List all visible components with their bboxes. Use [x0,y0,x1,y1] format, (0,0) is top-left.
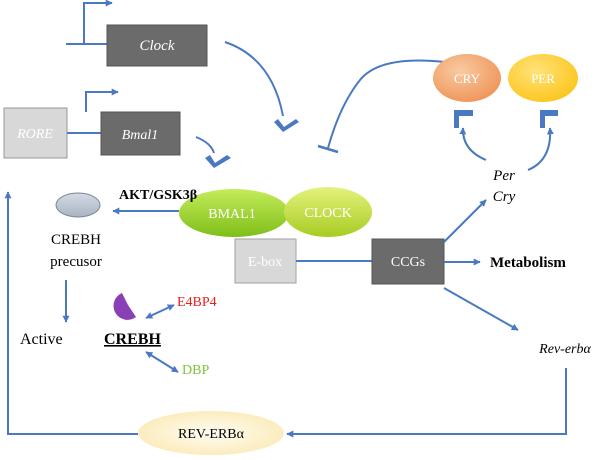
cry-protein-label: CRY [454,71,481,86]
cry-protein-icon [454,110,473,128]
bmal1-tss-arrow [85,88,119,112]
bmal1-gene-box [100,111,181,156]
crebh-precursor-shape [55,192,101,218]
clock-gene-box [106,24,208,67]
bmal1-gene-unit: RORE Bmal1 [3,88,181,159]
bmal1-gene-label: Bmal1 [122,128,159,143]
rev-erba-to-protein-arrow [286,368,567,438]
rore-box [3,107,68,159]
clock-to-protein-arrow [224,41,284,117]
cry-gene-label: Cry [493,189,516,205]
rev-erba-gene-label: Rev-erbα [538,342,591,357]
active-crebh-label: CREBH [104,331,161,348]
cry-per-inhibition-line [327,59,446,149]
ccgs-to-rev-erba-arrow [443,287,519,331]
akt-gsk3b-label: AKT/GSK3β [119,188,197,203]
crebh-dbp-arrow [145,351,179,373]
e4bp4-label: E4BP4 [177,295,217,310]
rev-erba-protein-label: REV-ERBα [178,427,245,442]
per-protein [508,54,578,102]
ebox-box [234,238,297,284]
bmal1-protein [179,189,289,237]
clock-protein-label: CLOCK [304,206,351,221]
cry-protein [433,54,501,102]
per-cry-to-cry-arrow [459,127,487,161]
metabolism-label: Metabolism [490,255,566,271]
active-label: Active [20,331,63,348]
per-protein-icon [540,110,558,128]
crebh-precursor-line2: precusor [50,254,102,270]
crebh-e4bp4-arrow [145,304,175,319]
ebox-label: E-box [248,255,282,270]
clock-protein-icon [274,119,299,132]
bmal1-protein-label: BMAL1 [208,207,255,222]
per-protein-label: PER [531,71,555,86]
inhibition-bar [317,144,339,154]
rore-label: RORE [16,127,53,142]
clock-gene-label: Clock [140,38,175,54]
rev-erba-to-rore-arrow [4,191,138,435]
per-cry-to-per-arrow [527,127,554,171]
clock-tss-arrow [83,0,113,44]
per-gene-label: Per [492,168,515,184]
crebh-precursor-line1: CREBH [51,232,101,248]
ccgs-to-per-cry-arrow [443,199,487,243]
bmal1-protein-icon [205,155,231,168]
rev-erba-protein [138,411,284,455]
crescent-shape [113,293,136,320]
clock-gene-unit: Clock [66,0,208,67]
clock-protein [284,187,372,237]
bmal1-to-protein-arrow [195,136,215,154]
ccgs-label: CCGs [391,255,425,270]
dbp-label: DBP [182,363,209,378]
